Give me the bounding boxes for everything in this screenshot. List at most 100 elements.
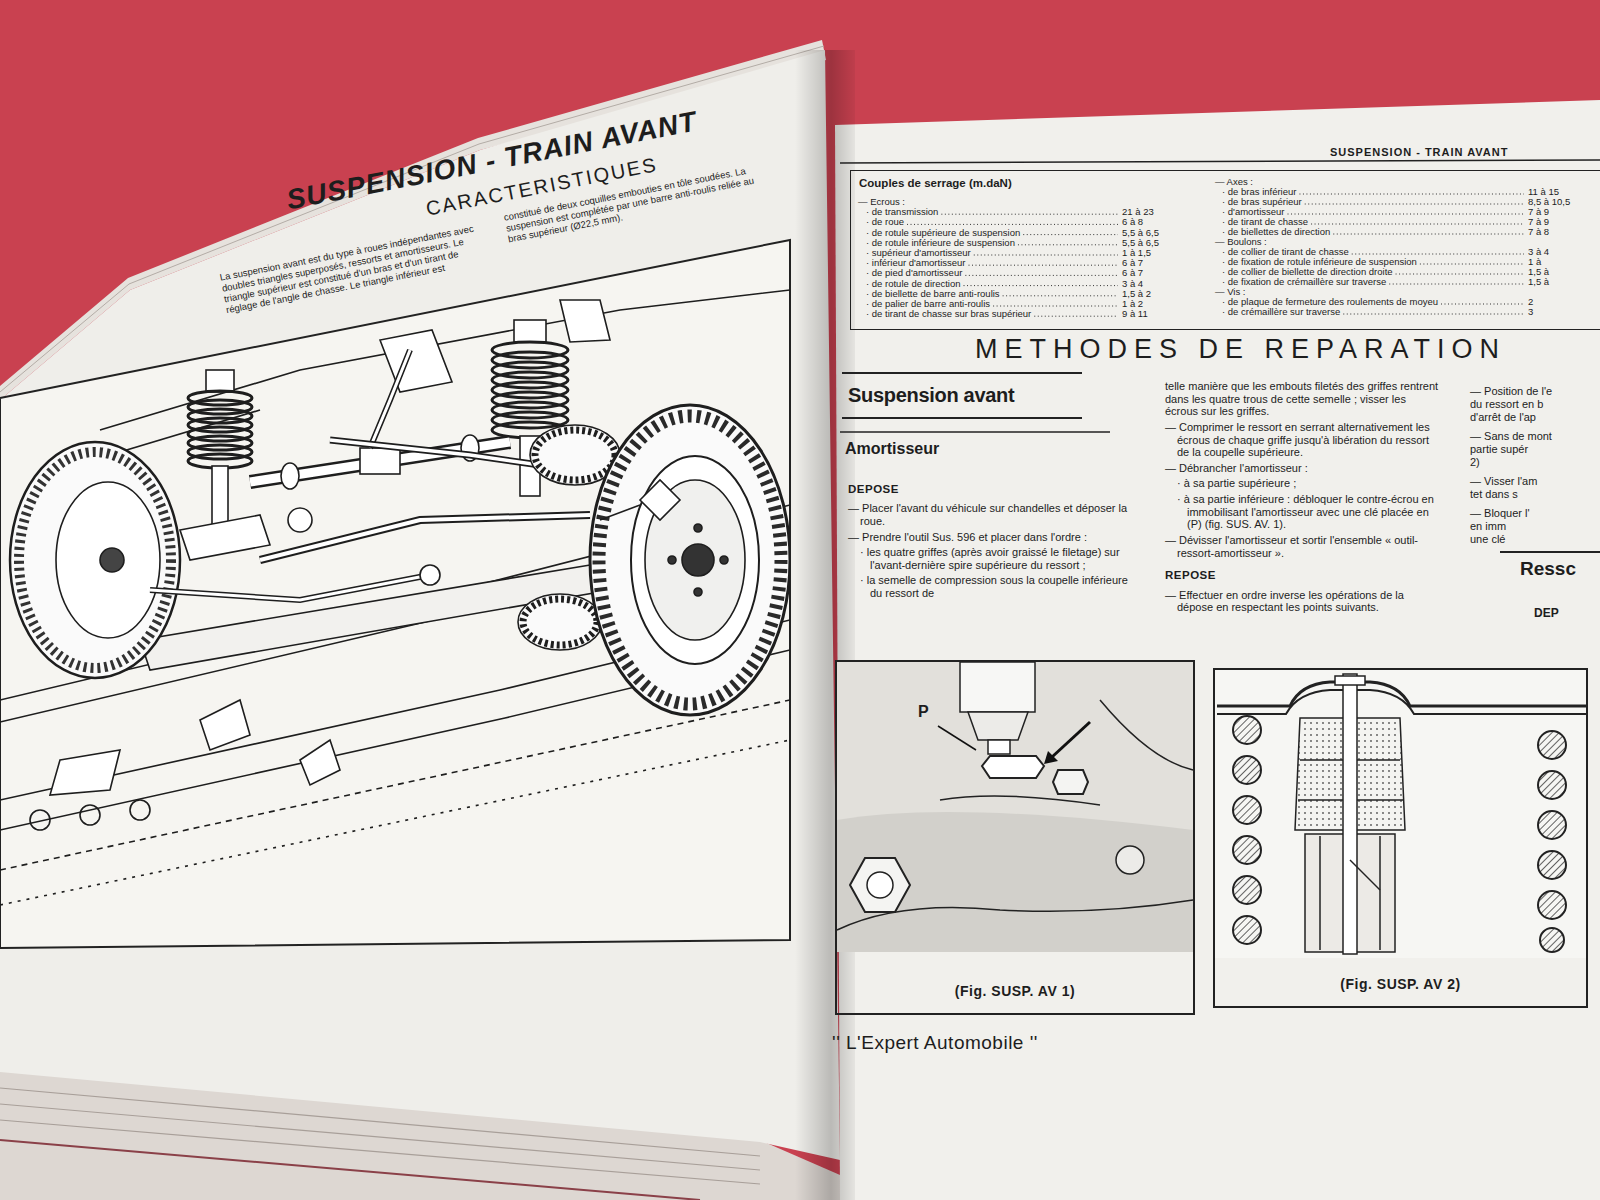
- table-value: 7 à 8: [1528, 227, 1549, 237]
- spring-section-figure: [1215, 670, 1586, 958]
- suspension-illustration-part: [0, 700, 790, 870]
- shock-absorber-figure-part: [968, 712, 1028, 740]
- shock-absorber-figure-part: [1053, 770, 1088, 794]
- cut-off-text: en imm: [1470, 520, 1506, 532]
- suspension-illustration-part: [56, 482, 160, 638]
- suspension-illustration-part: [535, 430, 615, 480]
- suspension-illustration-part: [523, 599, 597, 645]
- spring-section-figure-part: [1217, 682, 1586, 706]
- section-heading-band: Suspension avant: [842, 372, 1082, 419]
- spring-section-figure-part: [1233, 796, 1261, 824]
- table-value: 6 à 8: [1122, 217, 1143, 227]
- suspension-illustration-part: [492, 342, 568, 438]
- shock-absorber-figure-part: [982, 756, 1044, 778]
- suspension-illustration-part: [640, 480, 680, 520]
- suspension-illustration-part: [380, 330, 452, 392]
- suspension-illustration-part: [420, 565, 440, 585]
- cut-off-text: Ressc: [1520, 558, 1576, 580]
- suspension-illustration-part: [590, 405, 790, 715]
- table-cell: · de pied d'amortisseur: [866, 268, 962, 278]
- table-cell: · de tirant de chasse: [1222, 217, 1308, 227]
- spring-section-figure-part: [1233, 876, 1261, 904]
- cut-off-text: tet dans s: [1470, 488, 1518, 500]
- dot-leader: [941, 214, 1118, 215]
- shock-absorber-figure-part: [1052, 722, 1090, 757]
- spring-section-figure-part: [1538, 731, 1566, 759]
- table-cell: · de tirant de chasse sur bras supérieur: [866, 309, 1031, 319]
- suspension-illustration-part: [80, 805, 100, 825]
- shock-absorber-figure-part: [1044, 751, 1058, 764]
- section-heading: METHODES DE REPARATION: [975, 334, 1506, 365]
- shock-absorber-figure-part: [940, 796, 1100, 805]
- spring-section-figure-part: [1540, 928, 1564, 952]
- spring-section-figure-part: [1538, 891, 1566, 919]
- shock-absorber-figure-part: [988, 740, 1010, 754]
- suspension-illustration-part: [360, 448, 400, 474]
- suspension-illustration-part: [370, 350, 410, 448]
- table-value: 1 à 2: [1122, 299, 1143, 309]
- dot-leader: [964, 285, 1118, 286]
- table-cell: · de crémaillère sur traverse: [1222, 307, 1340, 317]
- table-cell: · de palier de barre anti-roulis: [866, 299, 990, 309]
- suspension-illustration-part: [370, 350, 410, 448]
- dot-leader: [1305, 204, 1524, 205]
- footer-text: '' L'Expert Automobile '': [832, 1032, 1038, 1054]
- suspension-illustration-part: [19, 452, 171, 668]
- suspension-illustration-part: [694, 524, 702, 532]
- table-cell: · d'amortisseur: [1222, 207, 1285, 217]
- dot-leader: [1023, 234, 1118, 235]
- suspension-illustration: [0, 290, 790, 905]
- body-text: telle manière que les embouts filetés de…: [1165, 380, 1440, 418]
- suspension-illustration-part: [281, 463, 299, 489]
- suspension-illustration-part: [150, 575, 430, 600]
- suspension-illustration-part: [180, 515, 270, 560]
- section-rule: [840, 431, 1110, 433]
- table-cell: · supérieur d'amortisseur: [866, 248, 971, 258]
- body-text: · la semelle de compression sous la coup…: [848, 574, 1133, 599]
- sub-heading: REPOSE: [1165, 569, 1440, 582]
- gutter-shadow: [795, 50, 855, 1200]
- table-cell: — Boulons :: [1215, 237, 1267, 247]
- spring-section-figure-part: [1538, 851, 1566, 879]
- section-rule: [1500, 551, 1600, 553]
- table-cell: · inférieur d'amortisseur: [866, 258, 966, 268]
- suspension-illustration-part: [682, 544, 714, 576]
- table-cell: · de fixation de rotule inférieure de su…: [1222, 257, 1417, 267]
- table-cell: · de collier de tirant de chasse: [1222, 247, 1349, 257]
- body-text: · les quatre griffes (après avoir graiss…: [848, 546, 1133, 571]
- table-cell: — Ecrous :: [858, 197, 905, 207]
- table-value: 21 à 23: [1122, 207, 1154, 217]
- spring-section-figure-part: [1233, 916, 1261, 944]
- spring-section-figure-part: [1335, 676, 1365, 685]
- table-value: 1 à: [1528, 257, 1541, 267]
- body-text: — Comprimer le ressort en serrant altern…: [1165, 421, 1440, 459]
- table-value: 3 à 4: [1122, 279, 1143, 289]
- suspension-illustration-part: [694, 588, 702, 596]
- table-value: 6 à 7: [1122, 268, 1143, 278]
- spring-section-figure-part: [1215, 670, 1586, 958]
- figure-frame: (Fig. SUSP. AV 2): [1213, 668, 1588, 1008]
- table-cell: · de fixation de crémaillère sur travers…: [1222, 277, 1386, 287]
- shock-absorber-figure: [837, 662, 1193, 952]
- table-cell: · de plaque de fermeture des roulements …: [1222, 297, 1438, 307]
- body-text: La suspension avant est du type à roues …: [219, 221, 492, 315]
- figure-caption: (Fig. SUSP. AV 1): [949, 981, 1081, 1001]
- suspension-illustration-part: [518, 594, 602, 650]
- header-rule: [840, 160, 1600, 163]
- cut-off-text: — Bloquer l': [1470, 507, 1530, 519]
- shock-absorber-figure-part: [867, 872, 893, 898]
- table-cell: · de rotule de direction: [866, 279, 961, 289]
- table-value: 7 à 9: [1528, 217, 1549, 227]
- suspension-illustration-part: [514, 320, 546, 342]
- suspension-illustration-part: [50, 750, 120, 795]
- dot-leader: [1396, 274, 1524, 275]
- table-value: 9 à 11: [1122, 309, 1148, 319]
- cut-off-text: — Visser l'am: [1470, 475, 1537, 487]
- dot-leader: [993, 306, 1118, 307]
- shock-absorber-figure-part: [850, 858, 910, 912]
- shock-absorber-figure-part: [1116, 846, 1144, 874]
- callout-letter: P: [918, 703, 929, 721]
- spring-section-figure-part: [1233, 756, 1261, 784]
